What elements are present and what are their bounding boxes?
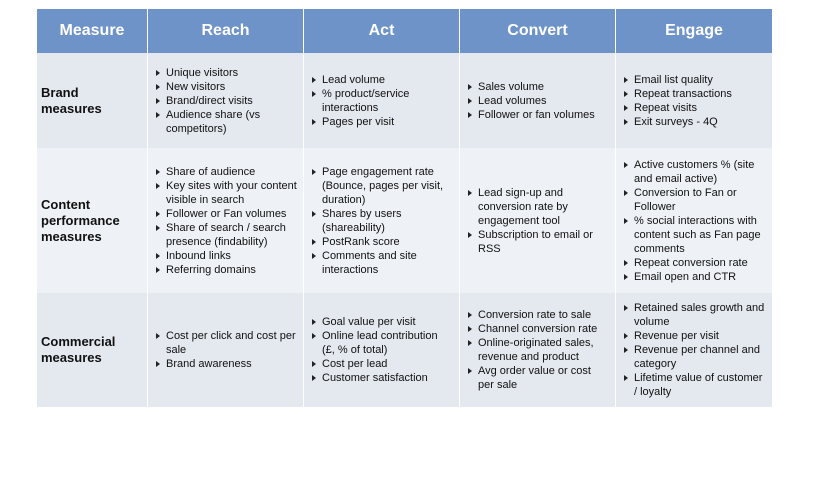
list-item: Pages per visit [312, 115, 453, 129]
list-item: Revenue per visit [624, 329, 766, 343]
list-item: Repeat conversion rate [624, 256, 766, 270]
list-item: Audience share (vs competitors) [156, 108, 297, 136]
list-item: Active customers % (site and email activ… [624, 158, 766, 186]
list-item: Referring domains [156, 263, 297, 277]
row-label-text: Commercial measures [41, 334, 116, 365]
list-item: % social interactions with content such … [624, 214, 766, 256]
list-item: Channel conversion rate [468, 322, 609, 336]
list-item: Online lead contribution (£, % of total) [312, 329, 453, 357]
row-label-text: Brand measures [41, 84, 102, 116]
list-item: PostRank score [312, 235, 453, 249]
list-item: Email open and CTR [624, 270, 766, 284]
row-label-text: Content performance measures [41, 196, 120, 244]
list-item: Page engagement rate (Bounce, pages per … [312, 165, 453, 207]
list-item: Lead volume [312, 73, 453, 87]
list-item: Brand/direct visits [156, 94, 297, 108]
list-item: Revenue per channel and category [624, 343, 766, 371]
list-item: Inbound links [156, 249, 297, 263]
bullet-list: Page engagement rate (Bounce, pages per … [310, 165, 453, 277]
list-item: Exit surveys - 4Q [624, 115, 732, 129]
list-item: Cost per lead [312, 357, 453, 371]
list-item: Sales volume [468, 80, 595, 94]
list-item: Share of audience [156, 165, 297, 179]
list-item: Repeat visits [624, 101, 732, 115]
bullet-list: Lead volume% product/service interaction… [310, 73, 453, 129]
bullet-list: Lead sign-up and conversion rate by enga… [466, 186, 609, 256]
header-convert: Convert [460, 9, 616, 53]
header-measure: Measure [37, 9, 148, 53]
list-item: Lifetime value of customer / loyalty [624, 371, 766, 399]
list-item: Key sites with your content visible in s… [156, 179, 297, 206]
list-item: Email list quality [624, 73, 732, 87]
list-item: Subscription to email or RSS [468, 228, 609, 256]
cell-brand-act: Lead volume% product/service interaction… [304, 53, 460, 148]
list-item: Retained sales growth and volume [624, 302, 765, 328]
list-item: Customer satisfaction [312, 371, 453, 385]
measures-matrix: Measure Reach Act Convert Engage Brand m… [37, 9, 773, 407]
list-item: Comments and site interactions [312, 249, 453, 277]
header-reach: Reach [148, 9, 304, 53]
list-item: New visitors [156, 80, 297, 94]
header-engage: Engage [616, 9, 773, 53]
list-item: Follower or fan volumes [468, 108, 595, 121]
list-item: Brand awareness [156, 357, 297, 371]
cell-content-convert: Lead sign-up and conversion rate by enga… [460, 148, 616, 293]
list-item: Conversion to Fan or Follower [624, 186, 766, 214]
list-item: Goal value per visit [312, 315, 453, 329]
list-item: Share of search / search presence (finda… [156, 221, 297, 249]
list-item: Repeat transactions [624, 87, 732, 100]
list-item: Unique visitors [156, 66, 297, 80]
list-item: Cost per click and cost per sale [156, 330, 296, 356]
bullet-list: Active customers % (site and email activ… [622, 158, 766, 284]
cell-content-engage: Active customers % (site and email activ… [616, 148, 773, 293]
list-item: % product/service interactions [312, 87, 453, 115]
list-item: Follower or Fan volumes [156, 207, 297, 221]
row-label-content-performance: Content performance measures [37, 148, 148, 293]
list-item: Lead volumes [468, 94, 595, 108]
header-act: Act [304, 9, 460, 53]
list-item: Shares by users (shareability) [312, 207, 453, 235]
row-label-commercial: Commercial measures [37, 293, 148, 407]
list-item: Lead sign-up and conversion rate by enga… [468, 186, 609, 228]
list-item: Online-originated sales, revenue and pro… [468, 336, 609, 364]
list-item: Conversion rate to sale [468, 308, 609, 322]
cell-content-act: Page engagement rate (Bounce, pages per … [304, 148, 460, 293]
row-label-brand: Brand measures [37, 53, 148, 148]
list-item: Avg order value or cost per sale [468, 364, 609, 392]
